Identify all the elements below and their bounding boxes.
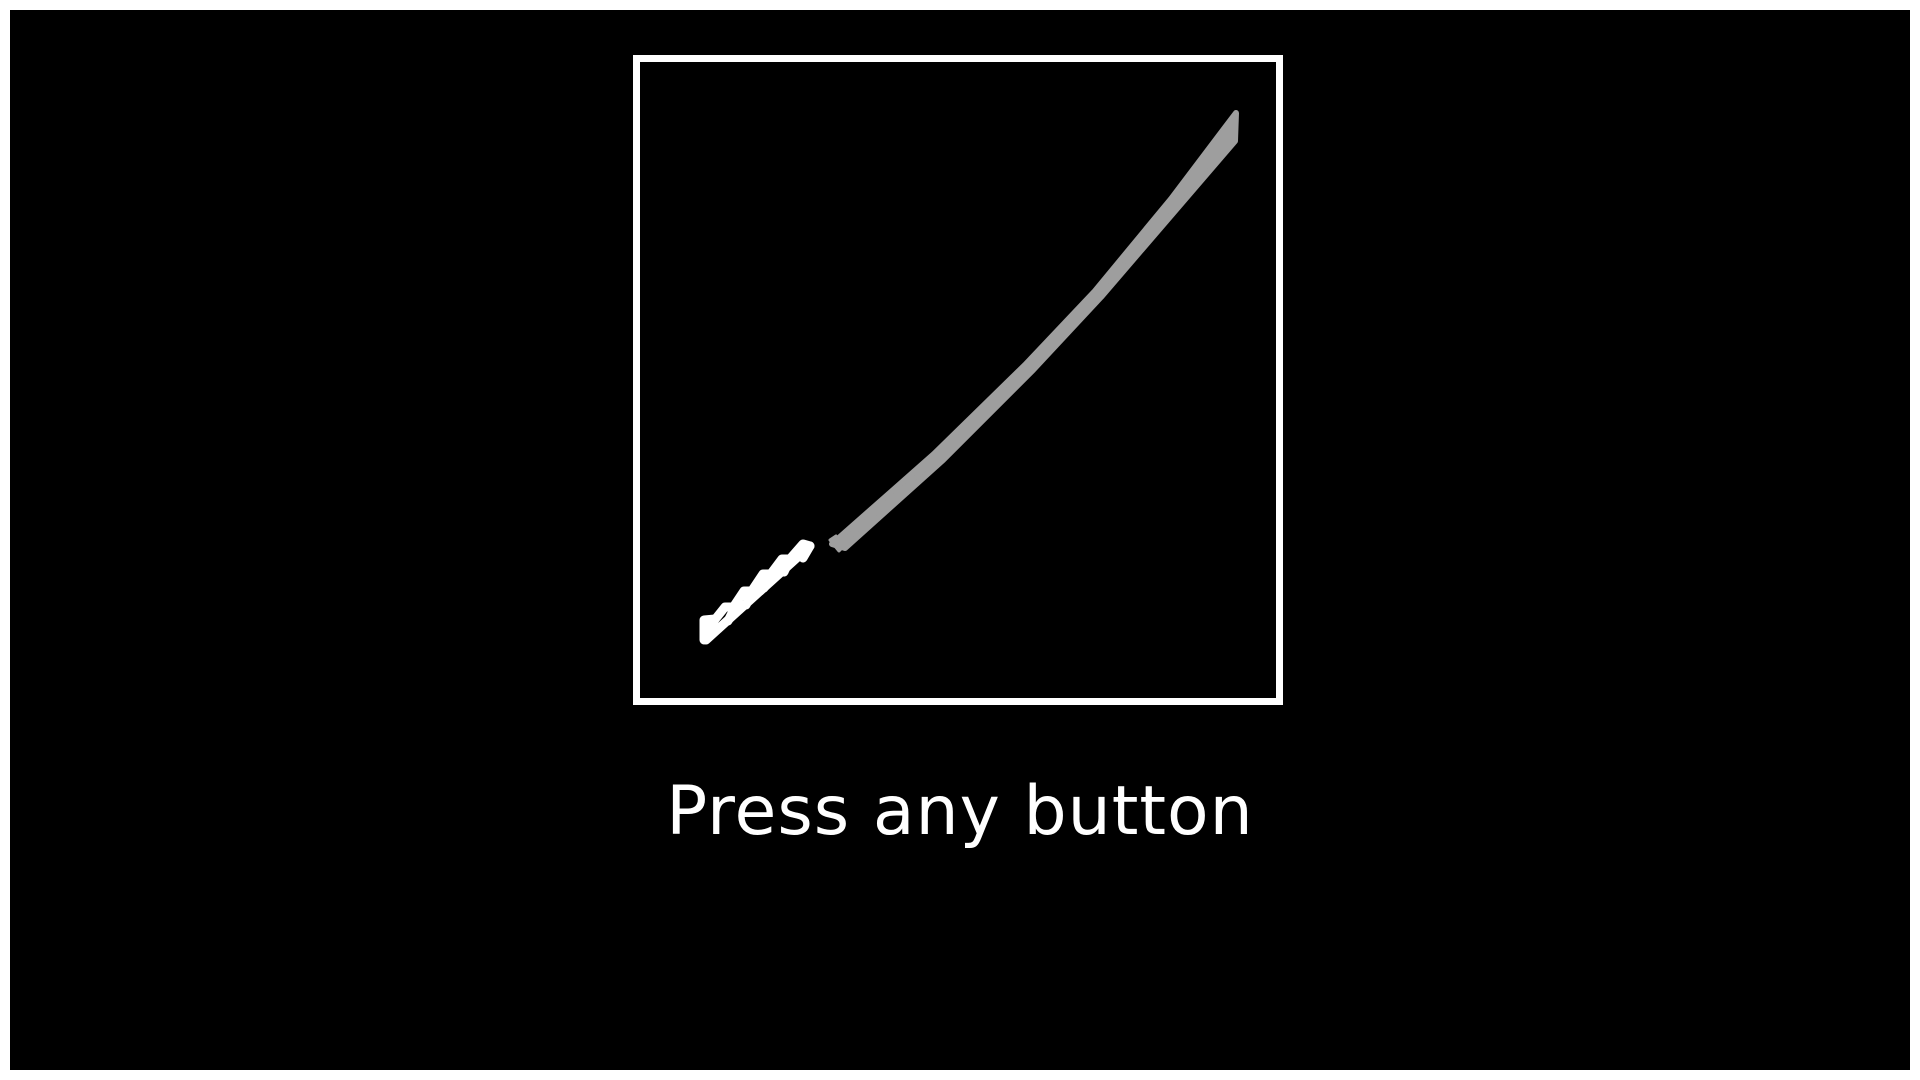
katana-sword-icon [699,110,1239,645]
logo-frame [633,55,1283,705]
sword-handle [699,539,815,645]
sword-blade [829,110,1239,551]
press-any-button-prompt: Press any button [666,772,1254,851]
sword-guard [828,534,846,553]
title-screen[interactable]: Press any button [10,10,1910,1070]
